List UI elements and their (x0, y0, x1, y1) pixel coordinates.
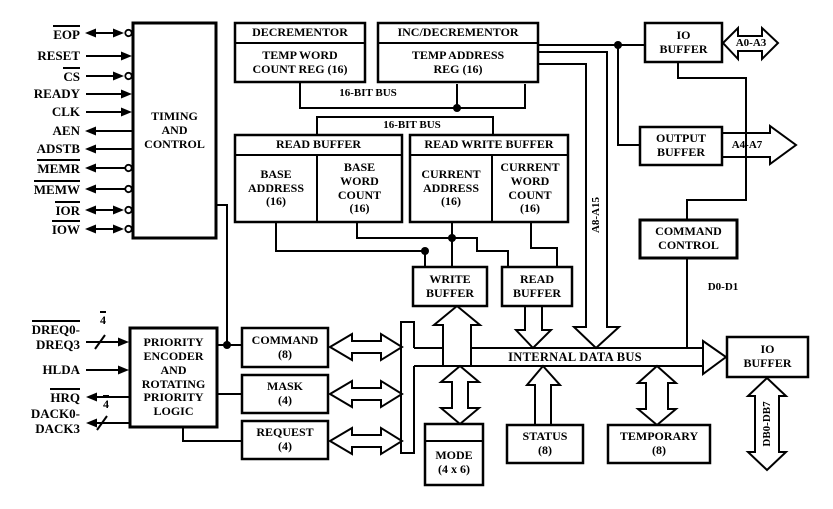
request-bidir-arrow (328, 426, 404, 456)
data-bus-collector-bar (400, 321, 415, 454)
a4-a7-bus-arrow (721, 124, 798, 166)
a0-a3-bus-arrow (721, 25, 780, 62)
block-boxes (128, 21, 810, 487)
mode-bidir-arrow (438, 364, 482, 426)
hollow-bus-arrows (328, 25, 798, 472)
command-bidir-arrow (328, 332, 404, 362)
temporary-bidir-arrow (635, 364, 679, 427)
status-up-arrow (524, 364, 563, 426)
db0-db7-bus-arrow (745, 376, 789, 472)
read-buffer-down-arrow (513, 305, 554, 350)
internal-bus-right-arrowhead (702, 339, 728, 376)
write-buffer-up-arrow (431, 304, 483, 367)
mask-bidir-arrow (328, 379, 404, 409)
arrowheads (85, 28, 622, 428)
a8-a15-bus-arrow (537, 51, 622, 350)
signal-wires (86, 32, 747, 442)
